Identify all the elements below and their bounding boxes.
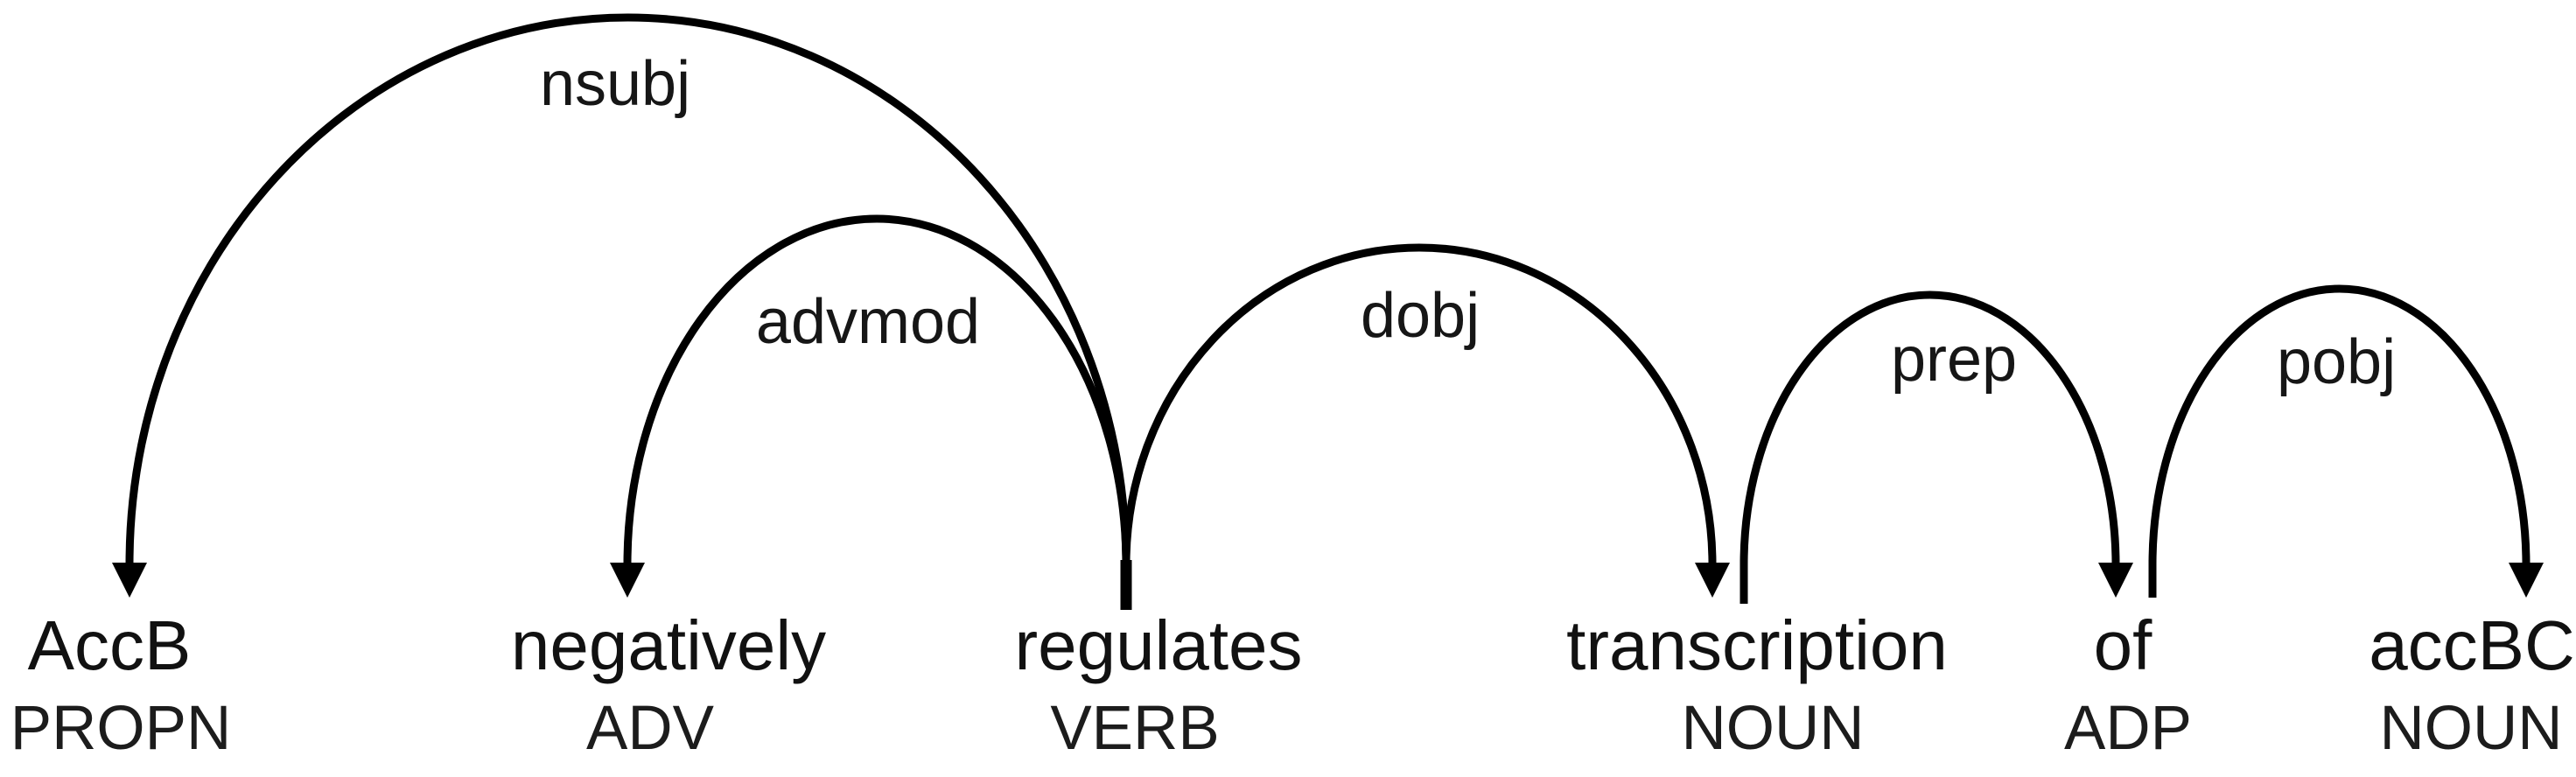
arc-label-prep: prep — [1891, 325, 2017, 395]
arc-nsubj — [112, 13, 1130, 598]
arc-label-nsubj: nsubj — [540, 49, 690, 119]
arc-label-pobj: pobj — [2277, 327, 2396, 397]
token-word-transcription: transcription — [1566, 606, 1948, 684]
arc-advmod — [610, 214, 1130, 598]
arc-label-advmod: advmod — [756, 287, 980, 357]
token-pos-accbc: NOUN — [2379, 694, 2562, 763]
token-pos-of: ADP — [2064, 694, 2192, 763]
token-pos-transcription: NOUN — [1681, 694, 1864, 763]
arc-prep — [1740, 290, 2133, 598]
token-word-accb: AccB — [28, 606, 192, 684]
token-word-accbc: accBC — [2369, 606, 2575, 684]
token-word-negatively: negatively — [511, 606, 826, 684]
token-pos-negatively: ADV — [586, 694, 715, 763]
token-word-of: of — [2094, 606, 2152, 684]
token-pos-accb: PROPN — [10, 694, 232, 763]
arc-dobj — [1122, 243, 1730, 598]
arc-label-dobj: dobj — [1361, 281, 1480, 351]
token-pos-regulates: VERB — [1050, 694, 1219, 763]
token-word-regulates: regulates — [1014, 606, 1302, 684]
arc-pobj — [2148, 284, 2544, 598]
